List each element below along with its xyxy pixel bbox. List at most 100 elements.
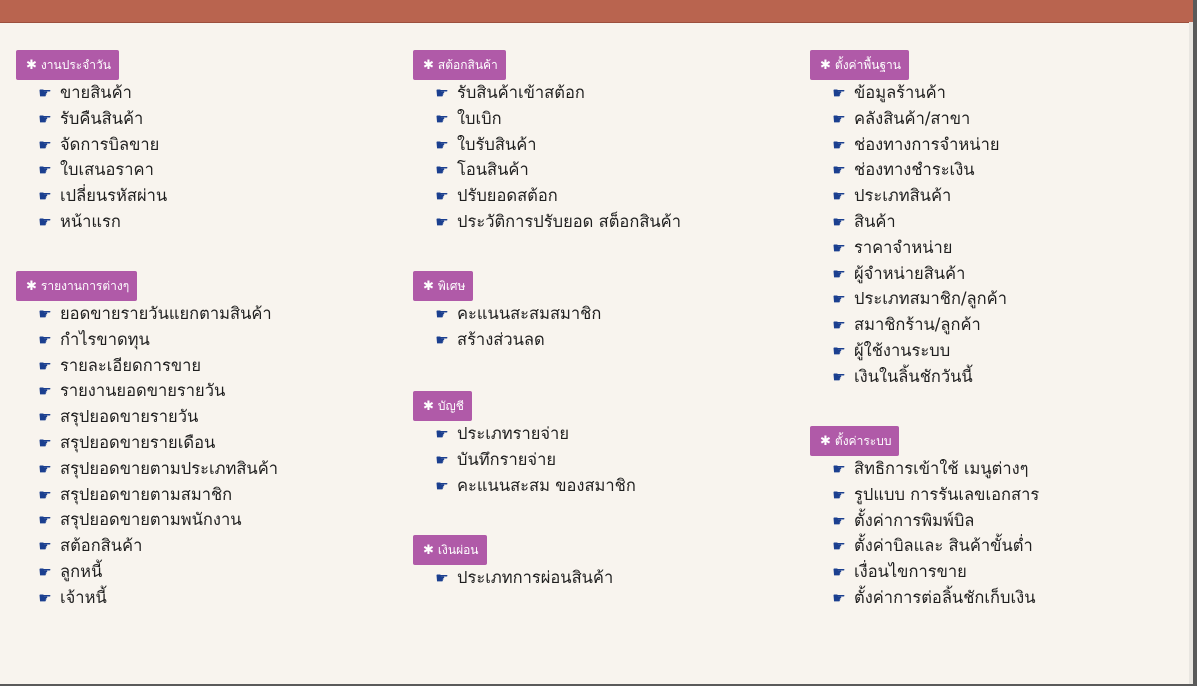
menu-item[interactable]: ☛คะแนนสะสม ของสมาชิก xyxy=(433,473,636,499)
menu-item-label: สรุปยอดขายรายเดือน xyxy=(60,432,216,452)
menu-item-label: เงื่อนไขการขาย xyxy=(854,562,967,582)
pointing-hand-icon: ☛ xyxy=(832,341,846,360)
menu-item[interactable]: ☛บันทึกรายจ่าย xyxy=(433,447,636,473)
menu-item[interactable]: ☛คลังสินค้า/สาขา xyxy=(830,106,1007,132)
menu-item-label: ใบรับสินค้า xyxy=(457,134,537,154)
menu-item[interactable]: ☛ข้อมูลร้านค้า xyxy=(830,80,1007,106)
window-edge xyxy=(1189,22,1193,684)
menu-list: ☛ข้อมูลร้านค้า ☛คลังสินค้า/สาขา ☛ช่องทาง… xyxy=(810,80,1007,390)
menu-item-label: ใบเสนอราคา xyxy=(60,160,154,180)
asterisk-icon: ✱ xyxy=(423,279,434,294)
menu-item[interactable]: ☛ ช่องทางการจำหน่าย xyxy=(830,132,1007,158)
menu-item-label: รับคืนสินค้า xyxy=(60,108,144,128)
menu-item[interactable]: ☛ประเภทรายจ่าย xyxy=(433,421,636,447)
menu-item[interactable]: ☛สรุปยอดขายรายวัน xyxy=(36,404,278,430)
pointing-hand-icon: ☛ xyxy=(832,563,846,582)
menu-item[interactable]: ☛สมาชิกร้าน/ลูกค้า xyxy=(830,312,1007,338)
menu-item[interactable]: ☛สต้อกสินค้า xyxy=(36,533,278,559)
menu-item-label: ยอดขายรายวันแยกตามสินค้า xyxy=(60,304,272,323)
pointing-hand-icon: ☛ xyxy=(38,485,52,504)
menu-item[interactable]: ☛ ยอดขายรายวันแยกตามสินค้า xyxy=(36,301,278,327)
menu-item[interactable]: ☛ใบรับสินค้า xyxy=(433,132,681,158)
menu-item[interactable]: ☛รายงานยอดขายรายวัน xyxy=(36,378,278,404)
pointing-hand-icon: ☛ xyxy=(435,450,449,469)
pointing-hand-icon: ☛ xyxy=(435,305,449,323)
pointing-hand-icon: ☛ xyxy=(38,305,52,323)
menu-item[interactable]: ☛โอนสินค้า xyxy=(433,157,681,183)
menu-item[interactable]: ☛ผู้จำหน่ายสินค้า xyxy=(830,261,1007,287)
pointing-hand-icon: ☛ xyxy=(832,135,846,154)
menu-item-label: สต้อกสินค้า xyxy=(60,536,143,556)
menu-item[interactable]: ☛ประวัติการปรับยอด สต็อกสินค้า xyxy=(433,209,681,235)
menu-item[interactable]: ☛รับสินค้าเข้าสต้อก xyxy=(433,80,681,106)
menu-item[interactable]: ☛ตั้งค่าการพิมพ์บิล xyxy=(830,508,1039,534)
menu-item[interactable]: ☛ผู้ใช้งานระบบ xyxy=(830,338,1007,364)
menu-item-label: ประเภทการผ่อนสินค้า xyxy=(457,568,614,587)
pointing-hand-icon: ☛ xyxy=(832,316,846,335)
pointing-hand-icon: ☛ xyxy=(832,264,846,283)
pointing-hand-icon: ☛ xyxy=(435,161,449,180)
menu-item-label: ช่องทางชำระเงิน xyxy=(854,160,975,180)
menu-item[interactable]: ☛สรุปยอดขายตามประเภทสินค้า xyxy=(36,456,278,482)
pointing-hand-icon: ☛ xyxy=(38,408,52,427)
menu-item[interactable]: ☛ใบเสนอราคา xyxy=(36,157,167,183)
pointing-hand-icon: ☛ xyxy=(435,84,449,102)
menu-item[interactable]: ☛หน้าแรก xyxy=(36,209,167,235)
menu-list: ☛ ยอดขายรายวันแยกตามสินค้า ☛กำไรขาดทุน ☛ร… xyxy=(16,301,278,611)
menu-item-label: ช่องทางการจำหน่าย xyxy=(854,134,1000,154)
menu-item[interactable]: ☛ลูกหนี้ xyxy=(36,559,278,585)
pointing-hand-icon: ☛ xyxy=(435,212,449,231)
section-special: ✱พิเศษ ☛คะแนนสะสมสมาชิก ☛สร้างส่วนลด xyxy=(413,271,601,353)
section-header: ✱รายงานการต่างๆ xyxy=(16,271,138,301)
menu-item[interactable]: ☛รูปแบบ การรันเลขเอกสาร xyxy=(830,482,1039,508)
pointing-hand-icon: ☛ xyxy=(38,135,52,154)
section-title: ตั้งค่าระบบ xyxy=(834,434,892,448)
menu-item[interactable]: ☛สร้างส่วนลด xyxy=(433,327,601,353)
menu-item[interactable]: ☛ขายสินค้า xyxy=(36,80,167,106)
pointing-hand-icon: ☛ xyxy=(38,212,52,231)
pointing-hand-icon: ☛ xyxy=(435,425,449,443)
menu-item[interactable]: ☛ตั้งค่าการต่อลิ้นชักเก็บเงิน xyxy=(830,585,1039,611)
menu-item[interactable]: ☛ตั้งค่าบิลและ สินค้าขั้นต่ำ xyxy=(830,533,1039,559)
menu-item[interactable]: ☛รายละเอียดการขาย xyxy=(36,353,278,379)
section-basic-settings: ✱ตั้งค่าพื้นฐาน ☛ข้อมูลร้านค้า ☛คลังสินค… xyxy=(810,50,1007,390)
section-stock: ✱สต้อกสินค้า ☛รับสินค้าเข้าสต้อก ☛ใบเบิก… xyxy=(413,50,681,235)
menu-item[interactable]: ☛สรุปยอดขายตามพนักงาน xyxy=(36,507,278,533)
menu-item[interactable]: ☛เงินในลิ้นชักวันนี้ xyxy=(830,364,1007,390)
menu-item[interactable]: ☛ คะแนนสะสมสมาชิก xyxy=(433,301,601,327)
section-accounting: ✱บัญชี ☛ประเภทรายจ่าย ☛บันทึกรายจ่าย ☛คะ… xyxy=(413,391,636,498)
pointing-hand-icon: ☛ xyxy=(38,382,52,401)
menu-item[interactable]: ☛เจ้าหนี้ xyxy=(36,585,278,611)
menu-item[interactable]: ☛ใบเบิก xyxy=(433,106,681,132)
asterisk-icon: ✱ xyxy=(820,434,831,449)
menu-item[interactable]: ☛สรุปยอดขายตามสมาชิก xyxy=(36,482,278,508)
section-header: ✱ตั้งค่าพื้นฐาน xyxy=(810,50,909,80)
menu-item[interactable]: ☛รับคืนสินค้า xyxy=(36,106,167,132)
menu-item[interactable]: ☛เปลี่ยนรหัสผ่าน xyxy=(36,183,167,209)
pointing-hand-icon: ☛ xyxy=(832,109,846,128)
menu-item[interactable]: ☛ช่องทางชำระเงิน xyxy=(830,157,1007,183)
menu-item-label: ประเภทสมาชิก/ลูกค้า xyxy=(854,289,1007,309)
menu-item[interactable]: ☛ประเภทการผ่อนสินค้า xyxy=(433,565,613,591)
menu-item[interactable]: ☛ เงื่อนไขการขาย xyxy=(830,559,1039,585)
menu-item[interactable]: ☛ปรับยอดสต้อก xyxy=(433,183,681,209)
menu-item[interactable]: ☛ประเภทสมาชิก/ลูกค้า xyxy=(830,286,1007,312)
menu-item-label: ตั้งค่าการต่อลิ้นชักเก็บเงิน xyxy=(854,587,1036,607)
menu-list: ☛ประเภทรายจ่าย ☛บันทึกรายจ่าย ☛คะแนนสะสม… xyxy=(413,421,636,498)
menu-item[interactable]: ☛จัดการบิลขาย xyxy=(36,132,167,158)
menu-item[interactable]: ☛ราคาจำหน่าย xyxy=(830,235,1007,261)
pointing-hand-icon: ☛ xyxy=(832,187,846,206)
section-header: ✱สต้อกสินค้า xyxy=(413,50,506,80)
menu-item[interactable]: ☛กำไรขาดทุน xyxy=(36,327,278,353)
menu-item[interactable]: ☛สินค้า xyxy=(830,209,1007,235)
pointing-hand-icon: ☛ xyxy=(832,511,846,530)
menu-item[interactable]: ☛สรุปยอดขายรายเดือน xyxy=(36,430,278,456)
pointing-hand-icon: ☛ xyxy=(832,212,846,231)
menu-item[interactable]: ☛ประเภทสินค้า xyxy=(830,183,1007,209)
menu-item-label: คะแนนสะสมสมาชิก xyxy=(457,304,602,323)
menu-item-label: ราคาจำหน่าย xyxy=(854,237,953,257)
pointing-hand-icon: ☛ xyxy=(38,356,52,375)
menu-item-label: รูปแบบ การรันเลขเอกสาร xyxy=(854,484,1040,504)
menu-item[interactable]: ☛สิทธิการเข้าใช้ เมนูต่างๆ xyxy=(830,456,1039,482)
menu-item-label: สร้างส่วนลด xyxy=(457,329,545,349)
